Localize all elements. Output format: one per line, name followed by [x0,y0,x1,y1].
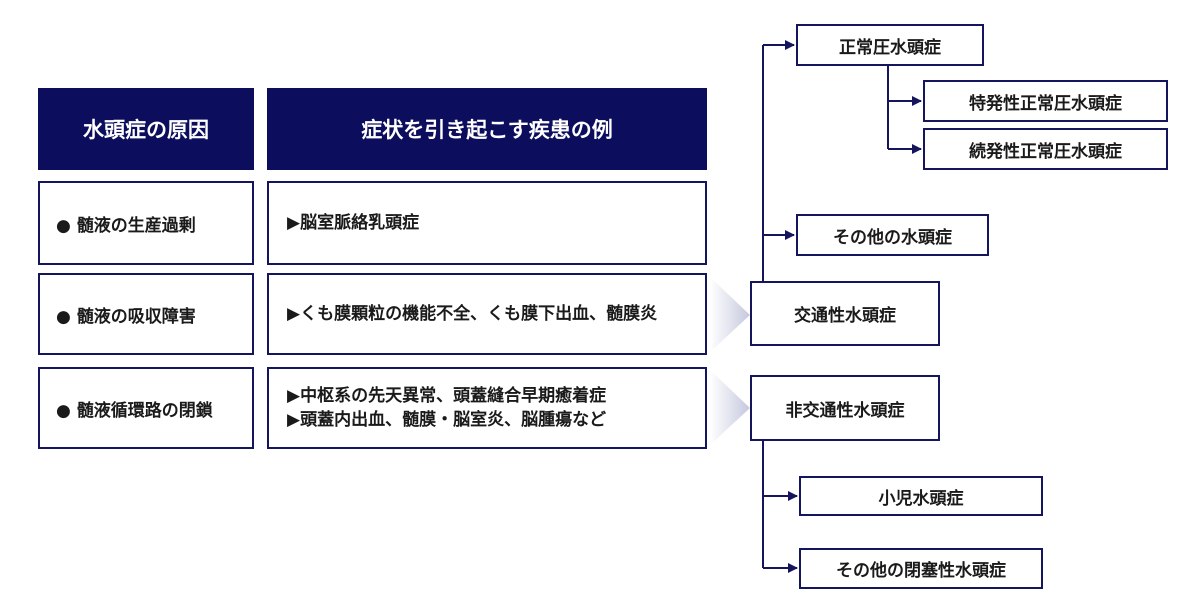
cause-cell-overproduction: ● 髄液の生産過剰 [38,181,254,265]
chevron-arrow-non-communicating [710,370,750,445]
node-secondary-npH: 続発性正常圧水頭症 [923,128,1168,170]
example-line: ▶脳室脈絡乳頭症 [287,213,420,233]
cause-cell-absorption: ● 髄液の吸収障害 [38,273,254,355]
examples-cell-absorption: ▶くも膜顆粒の機能不全、くも膜下出血、髄膜炎 [267,273,707,355]
example-line: ▶くも膜顆粒の機能不全、くも膜下出血、髄膜炎 [287,304,658,324]
header-cause: 水頭症の原因 [38,88,254,170]
node-non-communicating: 非交通性水頭症 [750,375,940,441]
examples-cell-overproduction: ▶脳室脈絡乳頭症 [267,181,707,265]
cause-cell-obstruction: ● 髄液循環路の閉鎖 [38,367,254,449]
node-pediatric: 小児水頭症 [799,476,1043,516]
node-idiopathic-npH: 特発性正常圧水頭症 [923,80,1168,122]
node-other-obstructive: その他の閉塞性水頭症 [799,548,1043,589]
examples-cell-obstruction: ▶中枢系の先天異常、頭蓋縫合早期癒着症 ▶頭蓋内出血、髄膜・脳室炎、脳腫瘍など [267,367,707,449]
chevron-arrow-communicating [710,277,750,352]
header-examples: 症状を引き起こす疾患の例 [267,88,707,170]
example-line: ▶頭蓋内出血、髄膜・脳室炎、脳腫瘍など [287,410,607,430]
example-line: ▶中枢系の先天異常、頭蓋縫合早期癒着症 [287,386,607,406]
node-other-hydrocephalus: その他の水頭症 [796,214,989,256]
node-communicating: 交通性水頭症 [750,281,940,346]
node-normal-pressure: 正常圧水頭症 [796,24,984,66]
